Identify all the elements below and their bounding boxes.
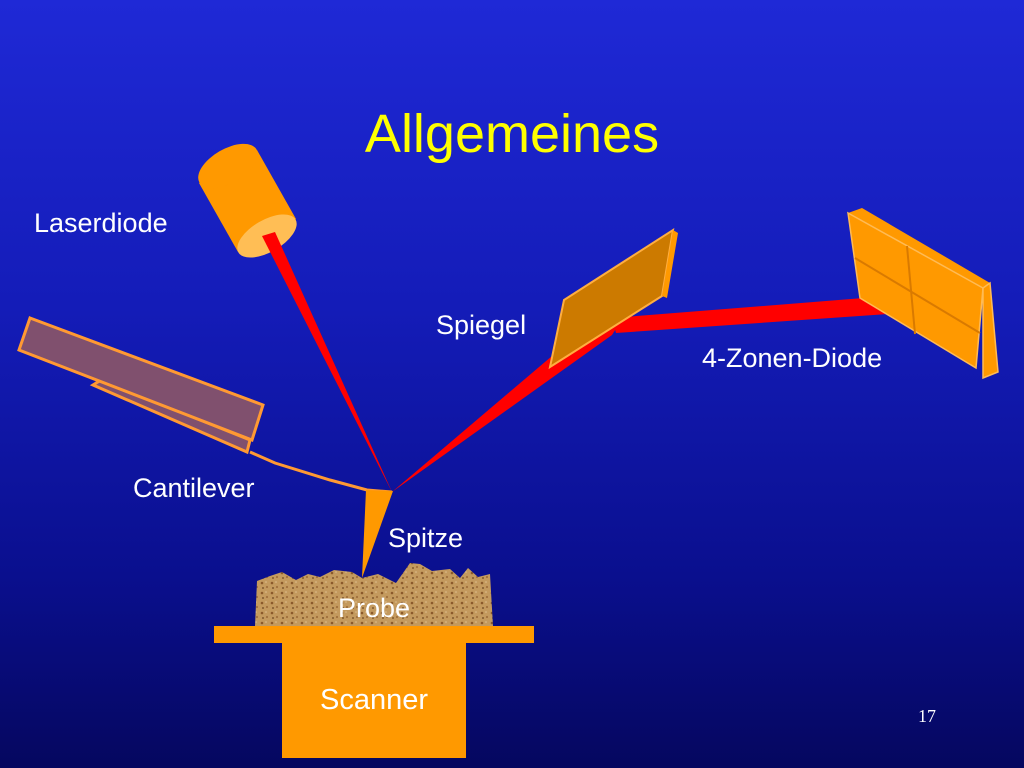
diode-divider-horizontal (854, 257, 981, 334)
mirror (548, 227, 678, 370)
mirror-front (548, 227, 675, 370)
cantilever-holder-front (17, 316, 265, 442)
mirror-edge (662, 230, 678, 298)
laser-beam-incident (262, 232, 392, 492)
label-scanner: Scanner (319, 684, 428, 716)
diode-top (848, 208, 990, 288)
diode-front (847, 211, 984, 370)
laser-beam-reflected (392, 322, 620, 492)
page-number: 17 (918, 706, 936, 726)
laser-diode-back (198, 143, 258, 189)
laser-beam-to-diode (612, 294, 916, 333)
slide-title: Allgemeines (364, 104, 660, 164)
label-laserdiode: Laserdiode (34, 208, 168, 238)
laser-diode (198, 143, 297, 258)
probe-sample (255, 563, 493, 626)
label-spiegel: Spiegel (436, 310, 527, 340)
scanner-platform (214, 626, 534, 643)
label-four-zone-diode: 4-Zonen-Diode (702, 343, 883, 373)
label-cantilever: Cantilever (133, 473, 255, 503)
cantilever-holder (17, 316, 265, 455)
four-zone-diode (847, 208, 999, 380)
tip (362, 490, 393, 578)
diode-side (982, 281, 999, 380)
cantilever-arm (249, 450, 393, 494)
label-spitze: Spitze (388, 523, 464, 553)
scanner-body (282, 643, 466, 758)
label-probe: Probe (337, 593, 411, 623)
diode-divider-vertical (906, 245, 916, 335)
